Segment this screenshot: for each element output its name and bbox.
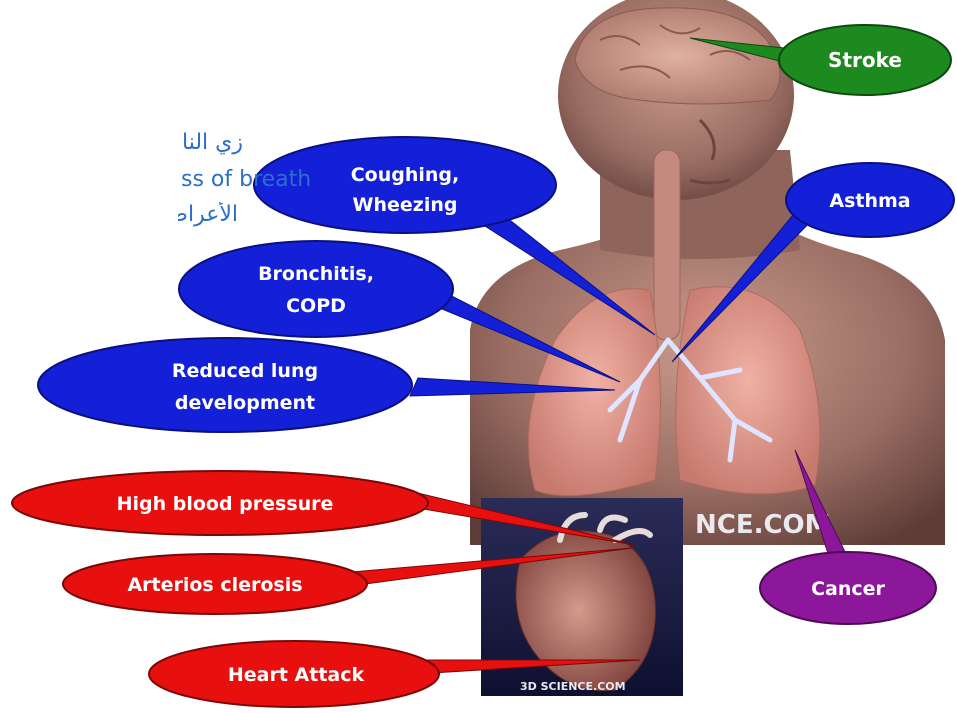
overlay-text-line2: ss of breath xyxy=(181,167,341,192)
label-arterio: Arterios clerosis xyxy=(127,574,302,596)
label-reduced-line2: development xyxy=(175,392,315,414)
watermark-heart: 3D SCIENCE.COM xyxy=(520,680,626,693)
label-heart-attack: Heart Attack xyxy=(228,664,365,686)
callout-stroke: Stroke xyxy=(779,25,951,95)
label-reduced-line1: Reduced lung xyxy=(172,360,318,382)
callout-arterio: Arterios clerosis xyxy=(63,554,367,614)
label-coughing-line1: Coughing, xyxy=(351,164,460,186)
callout-bronchitis: Bronchitis, COPD xyxy=(179,241,453,337)
label-asthma: Asthma xyxy=(829,190,910,212)
callout-cancer: Cancer xyxy=(760,552,936,624)
label-coughing-line2: Wheezing xyxy=(353,194,458,216)
label-bronchitis-line2: COPD xyxy=(286,295,346,317)
label-bronchitis-line1: Bronchitis, xyxy=(258,263,374,285)
trachea xyxy=(654,150,680,340)
label-cancer: Cancer xyxy=(811,578,885,600)
label-high-bp: High blood pressure xyxy=(117,493,334,515)
overlay-text-line1: زي الناس اللي ب xyxy=(183,130,243,155)
label-stroke: Stroke xyxy=(828,48,902,72)
watermark-body: NCE.COM xyxy=(695,510,831,540)
callout-heart-attack: Heart Attack xyxy=(149,641,439,707)
callout-high-bp: High blood pressure xyxy=(12,471,428,535)
overlay-text-line3: الأعراض أكيد بت xyxy=(178,202,238,227)
callout-asthma: Asthma xyxy=(786,163,954,237)
callout-reduced-lung: Reduced lung development xyxy=(38,338,412,432)
